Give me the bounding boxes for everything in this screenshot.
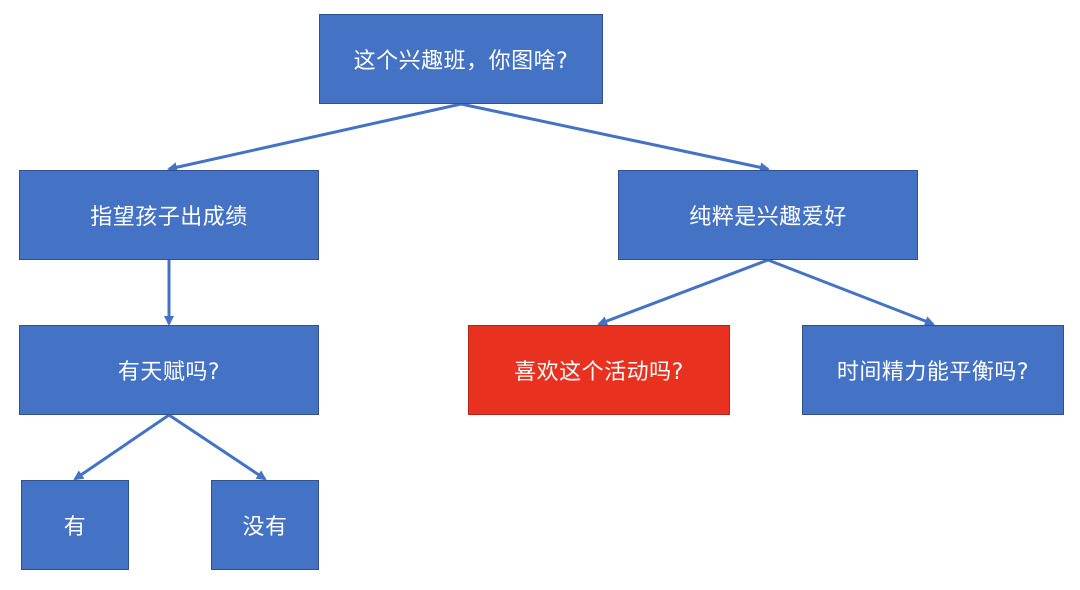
- root-question-label: 这个兴趣班，你图啥?: [353, 49, 569, 74]
- arrow-hobby-to-balance: [767, 258, 935, 326]
- arrow-talent-to-no: [168, 413, 267, 481]
- expect-results-box: 指望孩子出成绩: [19, 170, 319, 260]
- talent-question-label: 有天赋吗?: [117, 360, 221, 385]
- arrow-root-to-hobby: [460, 102, 770, 173]
- yes-label: 有: [63, 515, 87, 540]
- root-question-box: 这个兴趣班，你图啥?: [319, 14, 603, 104]
- expect-results-label: 指望孩子出成绩: [90, 205, 248, 230]
- time-balance-box: 时间精力能平衡吗?: [802, 325, 1064, 415]
- no-box: 没有: [211, 480, 319, 570]
- like-activity-label: 喜欢这个活动吗?: [514, 360, 684, 385]
- pure-hobby-label: 纯粹是兴趣爱好: [689, 205, 847, 230]
- arrow-root-to-grades: [167, 102, 462, 173]
- like-activity-box: 喜欢这个活动吗?: [468, 325, 730, 415]
- time-balance-label: 时间精力能平衡吗?: [836, 360, 1030, 385]
- arrow-hobby-to-like: [597, 258, 769, 326]
- pure-hobby-box: 纯粹是兴趣爱好: [618, 170, 918, 260]
- arrow-talent-to-yes: [73, 413, 170, 481]
- no-label: 没有: [242, 515, 288, 540]
- talent-question-box: 有天赋吗?: [19, 325, 319, 415]
- yes-box: 有: [21, 480, 129, 570]
